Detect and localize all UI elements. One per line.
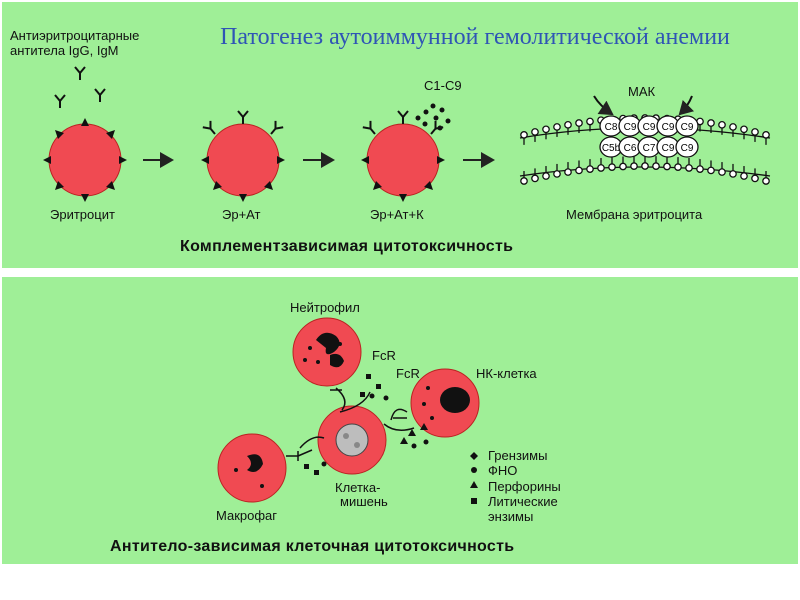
stage-label-erythrocyte: Эритроцит bbox=[50, 207, 115, 222]
free-antibody-icon bbox=[54, 66, 106, 109]
granules-icon bbox=[304, 374, 429, 475]
stage-label-er-at-k: Эр+Ат+К bbox=[370, 207, 424, 222]
mac-cell-label: C9 bbox=[681, 122, 694, 133]
macrophage-icon bbox=[217, 433, 287, 503]
legend-symbols bbox=[470, 452, 478, 504]
mac-cell-label: C9 bbox=[662, 122, 675, 133]
mac-cell-label: C7 bbox=[643, 143, 656, 154]
erythrocyte-antibody-icon bbox=[201, 110, 285, 202]
erythrocyte-icon bbox=[43, 118, 127, 202]
nk-cell-icon bbox=[410, 368, 480, 438]
antibody-label: Антиэритроцитарные bbox=[10, 28, 140, 43]
mac-cell-label: C9 bbox=[662, 143, 675, 154]
mac-cell bbox=[675, 115, 699, 137]
mac-cell-label: C9 bbox=[643, 122, 656, 133]
fcr-label-2: FcR bbox=[396, 366, 420, 381]
fcr-label-1: FcR bbox=[372, 348, 396, 363]
target-cell-icon bbox=[317, 405, 387, 475]
fcr-connector-icon bbox=[286, 387, 415, 461]
mac-cell-label: C9 bbox=[681, 143, 694, 154]
legend-granzymes: Грензимы bbox=[488, 448, 548, 463]
mac-cell-label: C6 bbox=[624, 143, 637, 154]
target-label-2: мишень bbox=[340, 494, 388, 509]
top-caption: Комплементзависимая цитотоксичность bbox=[180, 238, 514, 255]
legend-perforins: Перфорины bbox=[488, 479, 561, 494]
mac-cell-label: C9 bbox=[624, 122, 637, 133]
mac-cell-label: C5b bbox=[602, 143, 621, 154]
stage-label-er-at: Эр+Ат bbox=[222, 207, 261, 222]
target-label: Клетка- bbox=[335, 480, 381, 495]
macrophage-label: Макрофаг bbox=[216, 508, 278, 523]
mac-label: МАК bbox=[628, 84, 656, 99]
neutrophil-label: Нейтрофил bbox=[290, 300, 360, 315]
antibody-label-2: антитела IgG, IgM bbox=[10, 43, 119, 58]
adcc-panel bbox=[2, 277, 798, 564]
nk-label: НК-клетка bbox=[476, 366, 537, 381]
erythrocyte-antibody-complement-icon bbox=[361, 103, 451, 202]
legend-enzymes: энзимы bbox=[488, 509, 534, 524]
page-title: Патогенез аутоиммунной гемолитической ан… bbox=[220, 24, 730, 50]
legend-lytic: Литические bbox=[488, 494, 558, 509]
complement-dots-icon bbox=[415, 103, 451, 131]
stage-label-membrane: Мембрана эритроцита bbox=[566, 207, 703, 222]
mac-cell-label: C8 bbox=[605, 122, 618, 133]
legend-tnf: ФНО bbox=[488, 463, 518, 478]
complement-label: C1-C9 bbox=[424, 78, 462, 93]
neutrophil-icon bbox=[292, 317, 362, 387]
mac-cell bbox=[675, 136, 699, 158]
bottom-caption: Антитело-зависимая клеточная цитотоксичн… bbox=[110, 538, 515, 555]
